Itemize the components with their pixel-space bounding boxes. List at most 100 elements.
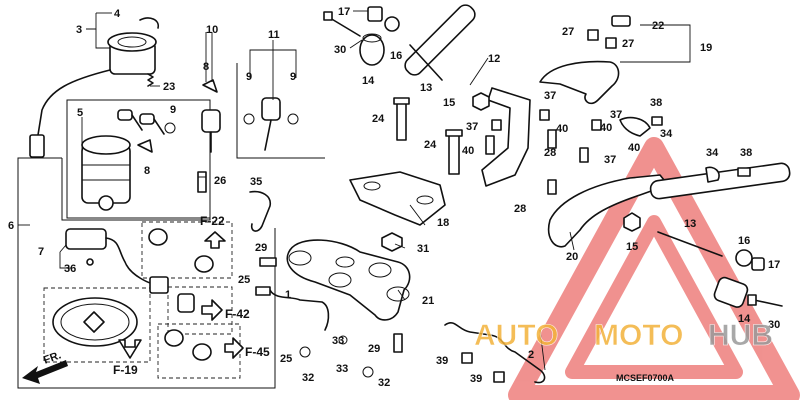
callout: 4 xyxy=(114,8,121,20)
callout: 16 xyxy=(390,50,402,62)
o-ring-9-left xyxy=(164,122,176,134)
spring-23 xyxy=(147,73,154,87)
hose-1 xyxy=(269,289,330,331)
callout: 28 xyxy=(514,203,526,215)
cap-16-right xyxy=(735,249,753,267)
callout: 9 xyxy=(246,71,252,83)
callout: 7 xyxy=(38,246,44,258)
callout: 27 xyxy=(562,26,574,38)
key-blank-left xyxy=(117,109,165,135)
callout: 18 xyxy=(437,217,449,229)
callout: 32 xyxy=(302,372,314,384)
key-set-frame xyxy=(66,99,211,219)
f42-parts xyxy=(177,293,223,321)
watermark-word-hub: HUB xyxy=(708,319,773,352)
sensor-7 xyxy=(65,228,169,294)
pipe-13-right xyxy=(657,231,723,257)
callout: 32 xyxy=(378,377,390,389)
callout: 24 xyxy=(424,139,437,151)
callout: 13 xyxy=(420,82,432,94)
callout: 21 xyxy=(422,295,434,307)
callout: 22 xyxy=(652,20,664,32)
callout: 35 xyxy=(250,176,262,188)
top-bridge-21 xyxy=(286,239,411,321)
callout: 23 xyxy=(163,81,175,93)
section-f19-frame xyxy=(43,287,151,363)
callout: 33 xyxy=(336,363,348,375)
cover-19 xyxy=(539,15,631,105)
handle-pipe-13-top xyxy=(409,44,443,81)
callout: 30 xyxy=(768,319,780,331)
holder-34 xyxy=(619,116,720,183)
key-set xyxy=(201,79,299,153)
bolts-27 xyxy=(587,29,617,49)
callout: 14 xyxy=(362,75,375,87)
callout: 38 xyxy=(740,147,752,159)
callout: 10 xyxy=(206,24,218,36)
callout: 1 xyxy=(285,289,291,301)
section-f22-frame xyxy=(141,221,233,279)
washer-32-33 xyxy=(299,335,374,378)
f45-parts xyxy=(164,329,244,361)
callout: 27 xyxy=(622,38,634,50)
callout: 28 xyxy=(544,147,556,159)
section-ref-f19: F-19 xyxy=(113,363,138,377)
seal-cover xyxy=(52,297,138,347)
callout: 25 xyxy=(238,274,250,286)
bolts-37-38-40-28 xyxy=(539,109,751,195)
stem-bolt-24-b xyxy=(445,129,463,175)
section-f45-frame xyxy=(157,323,241,379)
bolt-30-right xyxy=(747,294,783,307)
section-ref-f45: F-45 xyxy=(245,345,270,359)
callout: 40 xyxy=(628,142,640,154)
leader-lines xyxy=(18,10,691,371)
f22-parts xyxy=(148,228,226,273)
callout: 36 xyxy=(64,263,76,275)
callout: 39 xyxy=(436,355,448,367)
watermark-word-moto: MOTO xyxy=(594,319,683,352)
callout: 8 xyxy=(144,165,150,177)
watermark-text: AUTO MOTO HUB xyxy=(474,319,774,353)
callout: 33 xyxy=(332,335,344,347)
callout: 31 xyxy=(417,243,429,255)
nut-15-top xyxy=(472,92,490,111)
callout: 34 xyxy=(660,128,673,140)
callout: 6 xyxy=(8,220,14,232)
wire-clip-35 xyxy=(249,190,272,232)
watermark-triangle-inner xyxy=(565,215,743,379)
lock-cylinder xyxy=(81,135,131,211)
callout: 38 xyxy=(650,97,662,109)
section-ref-f42: F-42 xyxy=(225,307,250,321)
stem-bolt-24-a xyxy=(393,97,410,141)
weight-14-top xyxy=(359,33,385,66)
bolt-39 xyxy=(461,352,505,383)
callout: 39 xyxy=(470,373,482,385)
callout: 11 xyxy=(268,29,280,41)
front-label: FR. xyxy=(42,349,63,366)
stem-nut-31 xyxy=(381,232,403,252)
bolt-40-top xyxy=(485,135,495,155)
callout: 13 xyxy=(684,218,696,230)
callout: 37 xyxy=(604,154,616,166)
handle-pipe-12 xyxy=(404,4,531,187)
bolt-26 xyxy=(197,171,207,193)
cap-8-left xyxy=(137,139,153,153)
callout: 40 xyxy=(600,122,612,134)
clamp-18 xyxy=(349,171,446,226)
clip-17-right xyxy=(751,257,765,271)
hose-2 xyxy=(444,322,546,384)
callout: 40 xyxy=(556,123,568,135)
nut-15-right xyxy=(623,212,641,232)
diagram-code: MCSEF0700A xyxy=(616,373,675,383)
callout: 3 xyxy=(76,24,82,36)
callout: 29 xyxy=(368,343,380,355)
callout: 40 xyxy=(462,145,474,157)
watermark-word-auto: AUTO xyxy=(474,319,558,352)
callout: 17 xyxy=(338,6,350,18)
callout: 17 xyxy=(768,259,780,271)
callout: 20 xyxy=(566,251,578,263)
callout: 37 xyxy=(544,90,556,102)
bolt-29-25 xyxy=(255,257,403,353)
front-arrow: FR. xyxy=(22,349,68,384)
